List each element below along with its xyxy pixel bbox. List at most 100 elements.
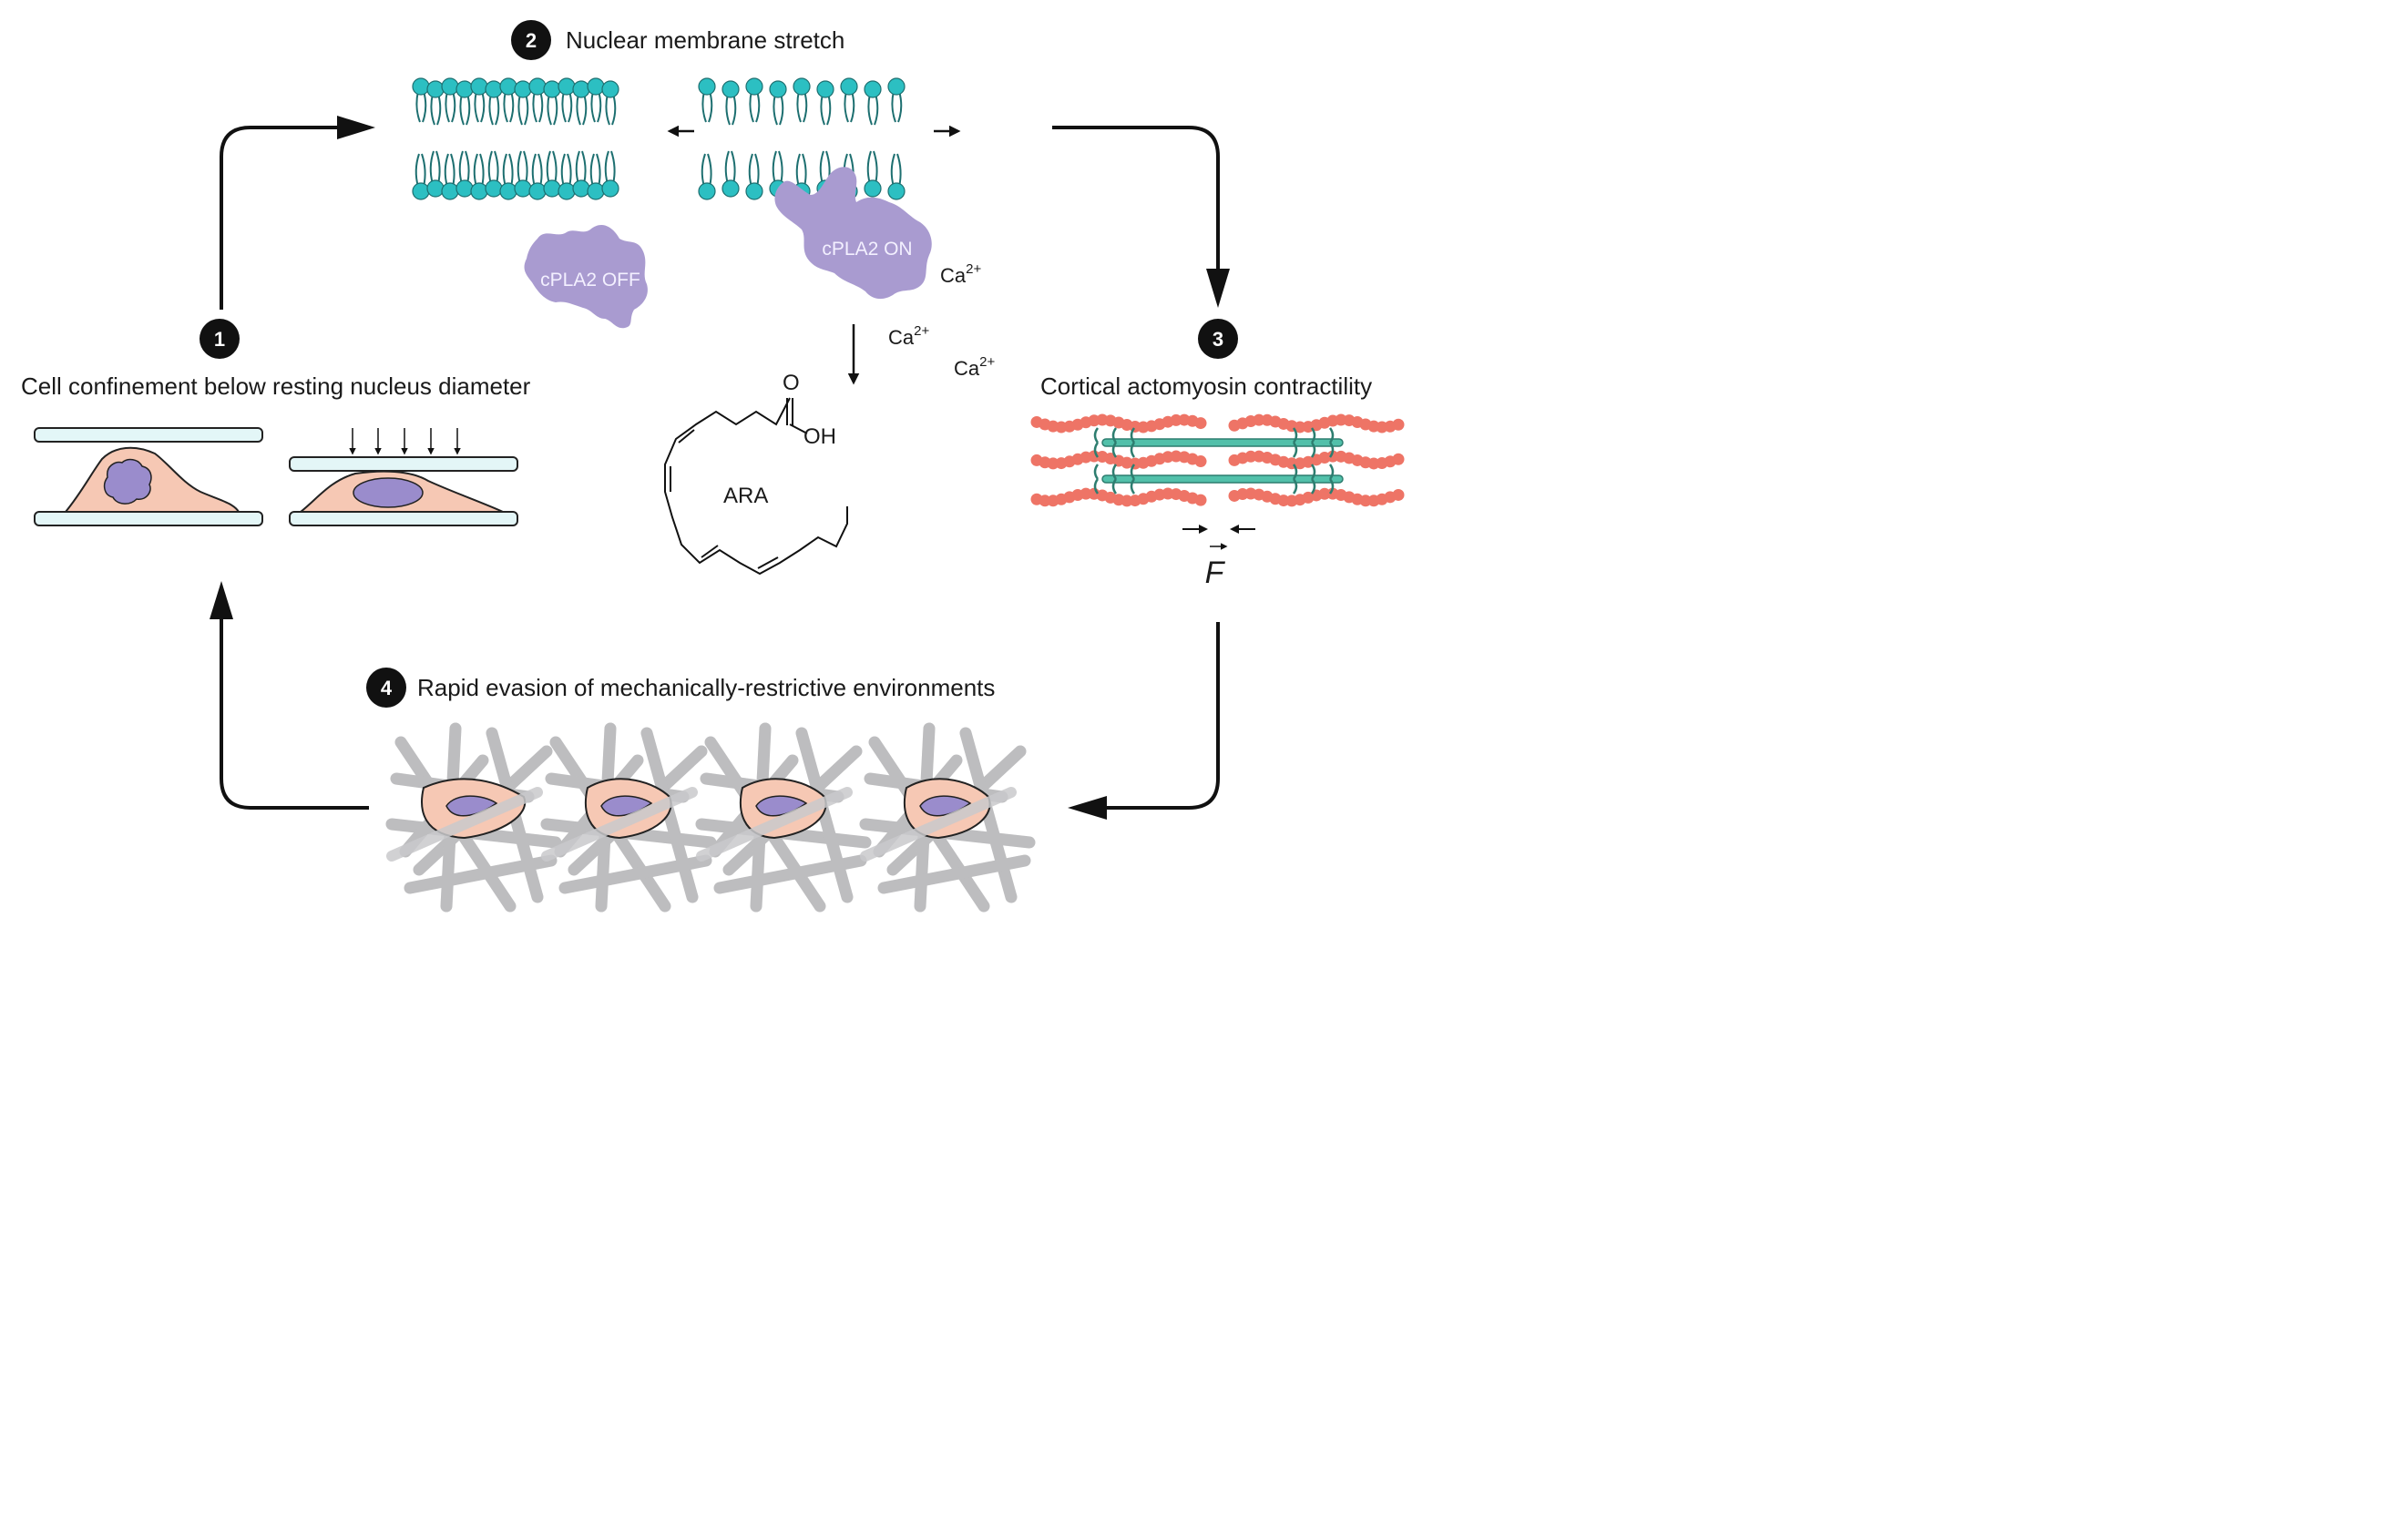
actin-filament-bead <box>1194 455 1207 468</box>
arrowhead-left-bottom <box>1068 796 1107 820</box>
migration-frame-3 <box>695 722 872 913</box>
arrow-step3-to-step4 <box>1107 622 1220 810</box>
mechanosensing-cycle-diagram: 2 Nuclear membrane stretch 1 Cell confin… <box>21 20 1405 913</box>
calcium-ion-1: Ca2+ <box>940 261 981 287</box>
lipid-head <box>558 182 576 200</box>
lipid-head <box>601 179 619 198</box>
lipid-tail <box>429 150 441 185</box>
lipid-head <box>528 77 547 96</box>
actin-filament-bead <box>1244 450 1257 463</box>
ara-name-label: ARA <box>723 484 768 508</box>
matrix-fiber <box>877 854 1031 894</box>
lipid-tail <box>575 150 587 185</box>
arrow-step2-to-step3 <box>1052 126 1220 269</box>
myosin-head <box>1111 464 1118 480</box>
actin-filament-bead <box>1326 450 1339 463</box>
matrix-fiber <box>558 854 712 894</box>
myosin-head <box>1130 464 1136 480</box>
cpla2-on-enzyme: cPLA2 ON <box>774 167 932 300</box>
lipid-tail <box>701 90 713 123</box>
myosin-head <box>1310 442 1316 458</box>
ara-cis-bond-4 <box>757 556 779 569</box>
matrix-fiber <box>713 854 867 894</box>
ara-cis-bond-3 <box>701 545 719 558</box>
myosin-head <box>1310 427 1316 444</box>
force-symbol: F <box>1205 556 1226 590</box>
lipid-head <box>769 80 787 98</box>
migrating-nucleus <box>600 795 653 817</box>
lipid-head <box>864 80 882 98</box>
myosin-head <box>1130 442 1136 458</box>
lipid-head <box>587 182 605 200</box>
myosin-head <box>1130 427 1136 444</box>
lipid-tail <box>796 90 808 123</box>
actin-filament-bead <box>1392 453 1405 465</box>
lipid-tail <box>772 150 783 185</box>
actin-filament-bead <box>1318 487 1331 500</box>
ara-chain <box>664 397 848 576</box>
myosin-head <box>1292 478 1298 495</box>
unconfined-cell <box>63 446 240 513</box>
lipid-head <box>601 80 619 98</box>
myosin-head <box>1130 478 1136 495</box>
calcium-ion-3: Ca2+ <box>954 354 995 380</box>
matrix-fiber <box>404 854 558 894</box>
myosin-head <box>1093 442 1100 458</box>
bottom-plate-unconfined <box>34 511 263 526</box>
matrix-fiber-front <box>386 787 543 862</box>
myosin-filament <box>1101 438 1344 447</box>
lipid-tail <box>560 153 572 188</box>
myosin-head <box>1310 478 1316 495</box>
lipid-head <box>698 182 716 200</box>
lipid-head <box>470 182 488 200</box>
ara-labels: O OH ARA <box>723 371 836 508</box>
matrix-fiber-shade <box>877 854 1031 894</box>
lipid-head <box>514 179 532 198</box>
step-4-title: Rapid evasion of mechanically-restrictiv… <box>417 674 995 701</box>
myosin-head <box>1328 464 1335 480</box>
lipid-tail <box>532 90 544 123</box>
lipid-tail <box>546 150 558 185</box>
step-1-header: 1 Cell confinement below resting nucleus… <box>21 319 531 400</box>
migrating-nucleus <box>445 795 498 817</box>
matrix-fiber-shade <box>404 854 558 894</box>
lipid-head <box>587 77 605 96</box>
myosin-head <box>1093 464 1100 480</box>
lipid-head <box>426 80 445 98</box>
lipid-head <box>499 77 517 96</box>
actomyosin-bundle <box>1030 413 1405 507</box>
lipid-head <box>558 77 576 96</box>
actin-filament-bead <box>1392 488 1405 501</box>
lipid-head <box>745 77 763 96</box>
lipid-tail <box>795 153 807 188</box>
lipid-head <box>528 182 547 200</box>
myosin-head <box>1328 427 1335 444</box>
lipid-tail <box>547 93 558 126</box>
step-4-header: 4 Rapid evasion of mechanically-restrict… <box>366 668 995 708</box>
myosin-head <box>1292 427 1298 444</box>
myosin-head <box>1111 442 1118 458</box>
lipid-bilayer-stretched <box>698 77 906 200</box>
lipid-head <box>499 182 517 200</box>
lipid-tail <box>488 93 500 126</box>
lipid-tail <box>867 93 879 126</box>
arachidonic-acid-molecule <box>664 397 848 576</box>
lipid-head <box>722 179 740 198</box>
lipid-tail <box>820 93 832 126</box>
step-3-header: 3 Cortical actomyosin contractility <box>1040 319 1372 400</box>
lipid-tail <box>576 93 588 126</box>
step-3-number: 3 <box>1213 328 1223 351</box>
migrating-nucleus <box>919 795 972 817</box>
lipid-tail <box>474 90 486 123</box>
lipid-tail <box>415 90 427 123</box>
lipid-tail <box>891 90 903 123</box>
lipid-head <box>572 80 590 98</box>
confined-nucleus <box>353 477 424 508</box>
lipid-tail <box>589 153 601 188</box>
top-plate-unconfined <box>34 427 263 443</box>
lipid-tail <box>517 93 529 126</box>
lipid-head <box>412 182 430 200</box>
calcium-ions: Ca2+ Ca2+ Ca2+ <box>888 261 995 380</box>
lipid-head <box>514 80 532 98</box>
myosin-head <box>1093 427 1100 444</box>
